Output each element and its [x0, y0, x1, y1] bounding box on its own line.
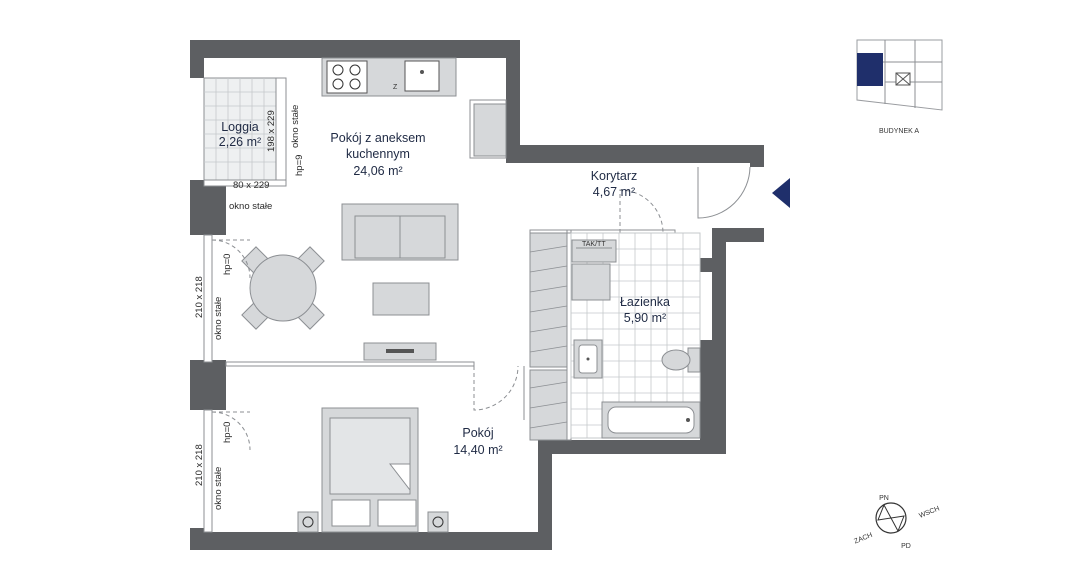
bedroom-window-label: okno stałe [213, 467, 224, 510]
bedroom-window-dim: 210 x 218 [194, 444, 205, 486]
loggia-area: 2,26 m² [219, 135, 261, 149]
toilet [661, 347, 701, 373]
loggia [203, 77, 287, 187]
building-label: BUDYNEK A [879, 128, 919, 135]
washbasin [573, 339, 603, 379]
room-labels: Pokój z aneksem kuchennym 24,06 m² Loggi… [219, 120, 670, 457]
compass-w: ZACH [853, 532, 873, 546]
key-plan: BUDYNEK A [856, 39, 943, 135]
corridor-name: Korytarz [591, 169, 638, 183]
bedroom-area: 14,40 m² [453, 443, 502, 457]
loggia-window-hp: hp=9 [294, 155, 305, 176]
loggia-bottom-label: okno stałe [229, 201, 272, 212]
washer-label: TAK/TT [582, 241, 606, 248]
entrance-arrow-icon [772, 178, 790, 208]
living-window-dim: 210 x 218 [194, 276, 205, 318]
bathtub [601, 401, 701, 439]
main-room-name-1: Pokój z aneksem [330, 131, 425, 145]
loggia-window-dim: 198 x 229 [266, 110, 277, 152]
sofa [341, 203, 459, 261]
svg-text:Z: Z [393, 84, 398, 91]
compass-e: WSCH [918, 505, 940, 520]
main-room-area: 24,06 m² [353, 164, 402, 178]
compass-icon: PN WSCH PD ZACH [853, 495, 940, 550]
wardrobe [529, 232, 568, 441]
coffee-table [372, 282, 430, 316]
bedroom-door [473, 365, 519, 411]
bedroom-name: Pokój [462, 426, 493, 440]
tv-unit [363, 342, 437, 361]
entrance-door [697, 166, 751, 219]
bedroom-window-hp: hp=0 [222, 422, 233, 443]
cabinet [571, 263, 611, 301]
bathroom-door [619, 189, 664, 234]
kitchen-counter: Z [321, 57, 457, 97]
washing-machine [571, 239, 617, 263]
bathroom-name: Łazienka [620, 295, 670, 309]
nightstand-left [297, 511, 319, 533]
main-room-name-2: kuchennym [346, 147, 410, 161]
compass-s: PD [901, 543, 911, 550]
fridge [473, 103, 507, 157]
compass-n: PN [879, 495, 889, 502]
window-labels: okno stałe 198 x 229 hp=9 80 x 229 okno … [194, 105, 606, 510]
loggia-bottom-dim: 80 x 229 [233, 180, 269, 191]
nightstand-right [427, 511, 449, 533]
bed [321, 407, 419, 533]
dining-table [241, 246, 325, 330]
bathroom-area: 5,90 m² [624, 311, 666, 325]
walls [190, 40, 764, 550]
loggia-window-label: okno stałe [290, 105, 301, 148]
living-window-hp: hp=0 [222, 254, 233, 275]
corridor-area: 4,67 m² [593, 185, 635, 199]
loggia-name: Loggia [221, 120, 259, 134]
living-window-label: okno stałe [213, 297, 224, 340]
